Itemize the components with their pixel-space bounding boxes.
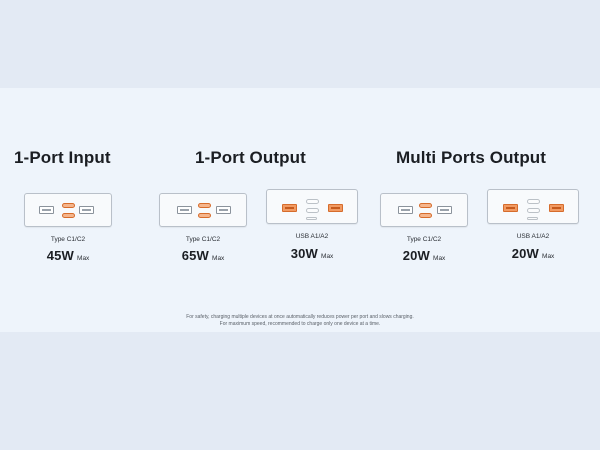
indicator-icon — [527, 217, 538, 220]
usb-c-port-icon — [62, 203, 75, 208]
usb-c-port-icon — [527, 208, 540, 213]
usb-a-port-icon — [503, 204, 518, 212]
usb-c-port-icon — [306, 208, 319, 213]
port-type-label: Type C1/C2 — [406, 236, 442, 243]
port-type-label: Type C1/C2 — [185, 236, 221, 243]
power-bank-illustration — [487, 189, 579, 224]
power-bank-illustration — [24, 193, 112, 227]
power-max-label: Max — [433, 255, 446, 262]
usb-c-port-icon — [62, 213, 75, 218]
power-max-label: Max — [321, 253, 334, 260]
power-bank-illustration — [380, 193, 468, 227]
usb-a-port-icon — [39, 206, 54, 214]
heading-1-port-input: 1-Port Input — [14, 148, 111, 167]
port-type-label: USB A1/A2 — [516, 233, 550, 240]
usb-a-port-icon — [328, 204, 343, 212]
power-max-label: Max — [542, 253, 555, 260]
usb-c-port-icon — [306, 199, 319, 204]
power-value: 65W — [181, 248, 210, 263]
usb-c-port-icon — [527, 199, 540, 204]
usb-c-port-icon — [419, 213, 432, 218]
port-type-label: Type C1/C2 — [50, 236, 86, 243]
power-value: 20W — [402, 248, 431, 263]
footnote-line-1: For safety, charging multiple devices at… — [186, 314, 414, 320]
power-value: 30W — [290, 246, 319, 261]
bottom-band — [0, 332, 600, 450]
port-type-label: USB A1/A2 — [295, 233, 329, 240]
power-max-label: Max — [77, 255, 90, 262]
usb-a-port-icon — [549, 204, 564, 212]
usb-c-port-icon — [198, 213, 211, 218]
safety-footnote: For safety, charging multiple devices at… — [0, 314, 600, 328]
usb-a-port-icon — [177, 206, 192, 214]
usb-a-port-icon — [437, 206, 452, 214]
power-bank-illustration — [159, 193, 247, 227]
heading-multi-ports-output: Multi Ports Output — [396, 148, 547, 167]
top-band — [0, 0, 600, 88]
indicator-icon — [306, 217, 317, 220]
usb-a-port-icon — [282, 204, 297, 212]
usb-c-port-icon — [419, 203, 432, 208]
power-value: 20W — [511, 246, 540, 261]
usb-c-port-icon — [198, 203, 211, 208]
usb-a-port-icon — [79, 206, 94, 214]
power-bank-illustration — [266, 189, 358, 224]
footnote-line-2: For maximum speed, recommended to charge… — [219, 321, 381, 327]
heading-1-port-output: 1-Port Output — [195, 148, 306, 167]
usb-a-port-icon — [398, 206, 413, 214]
power-value: 45W — [46, 248, 75, 263]
usb-a-port-icon — [216, 206, 231, 214]
power-max-label: Max — [212, 255, 225, 262]
